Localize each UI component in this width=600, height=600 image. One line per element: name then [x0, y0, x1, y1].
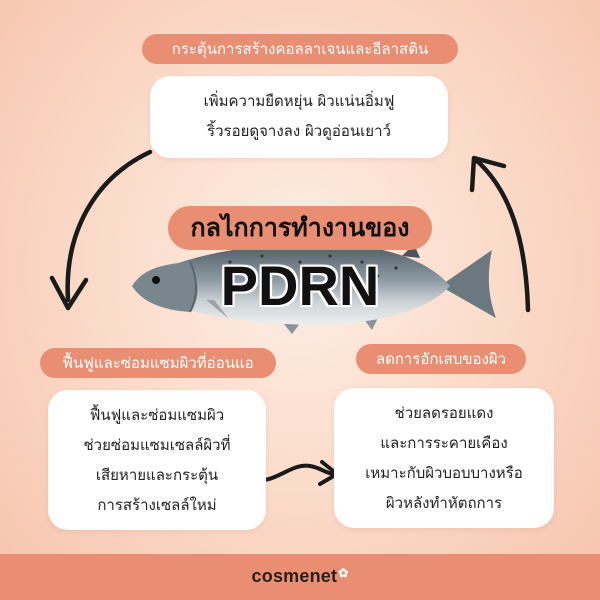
mechanism-title-pill: กลไกการทำงานของ: [168, 206, 432, 250]
collagen-line-2: ริ้วรอยดูจางลง ผิวดูอ่อนเยาว์: [207, 122, 391, 140]
brand-logo[interactable]: cosmenet✿: [252, 566, 349, 587]
repair-line-3: เสียหายและกระตุ้น: [95, 466, 219, 484]
inflammation-line-4: ผิวหลังทำหัตถการ: [385, 494, 503, 512]
collagen-heading-pill: กระตุ้นการสร้างคอลลาเจนและอีลาสติน: [142, 34, 458, 64]
repair-line-1: ฟื้นฟูและซ่อมแซมผิว: [89, 406, 225, 424]
repair-line-4: การสร้างเซลล์ใหม่: [97, 496, 217, 514]
footer-bar: cosmenet✿: [0, 554, 600, 600]
brand-name: cosmenet: [251, 566, 338, 586]
inflammation-line-3: เหมาะกับผิวบอบบางหรือ: [365, 464, 523, 482]
inflammation-heading: ลดการอักเสบของผิว: [375, 350, 507, 368]
salmon-fish-icon: [132, 226, 496, 334]
inflammation-heading-pill: ลดการอักเสบของผิว: [356, 344, 526, 374]
collagen-line-1: เพิ่มความยืดหยุ่น ผิวแน่นอิ่มฟู: [203, 92, 395, 110]
inflammation-line-2: และการระคายเคือง: [380, 434, 508, 452]
curved-arrow-up-icon: [469, 155, 531, 313]
inflammation-card: ช่วยลดรอยแดง และการระคายเคือง เหมาะกับผิ…: [334, 388, 554, 528]
mechanism-title: กลไกการทำงานของ: [190, 213, 410, 242]
repair-line-2: ช่วยซ่อมแซมเซลล์ผิวที่: [83, 436, 231, 454]
repair-card: ฟื้นฟูและซ่อมแซมผิว ช่วยซ่อมแซมเซลล์ผิวท…: [48, 390, 266, 530]
inflammation-line-1: ช่วยลดรอยแดง: [394, 404, 494, 422]
repair-heading: ฟื้นฟูและซ่อมแซมผิวที่อ่อนแอ: [62, 354, 254, 372]
collagen-card: เพิ่มความยืดหยุ่น ผิวแน่นอิ่มฟู ริ้วรอยด…: [150, 76, 448, 158]
curved-arrow-down-icon: [49, 149, 153, 311]
repair-heading-pill: ฟื้นฟูและซ่อมแซมผิวที่อ่อนแอ: [40, 348, 276, 378]
pdrn-title: PDRN: [220, 254, 380, 317]
collagen-heading: กระตุ้นการสร้างคอลลาเจนและอีลาสติน: [171, 40, 429, 58]
flower-icon: ✿: [338, 566, 349, 580]
